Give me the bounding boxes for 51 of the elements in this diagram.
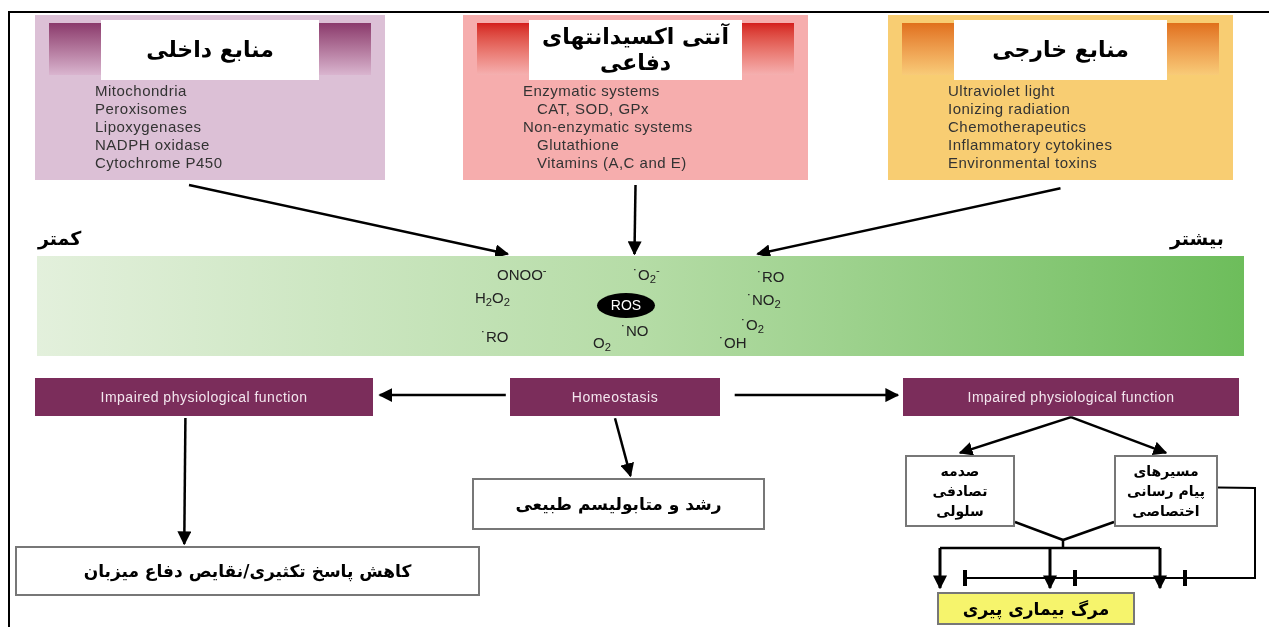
- list-item: Non-enzymatic systems: [523, 118, 693, 136]
- outcome-box: Impaired physiological function: [903, 378, 1239, 416]
- source-panel: [35, 15, 385, 180]
- list-item: Lipoxygenases: [95, 118, 203, 136]
- outcome-box: Homeostasis: [510, 378, 720, 416]
- species-label: ˙RO: [481, 328, 509, 346]
- arrow: [177, 417, 192, 546]
- panel-heading: منابع داخلی: [101, 20, 319, 80]
- result-box: مرگ بیماری پیری: [937, 592, 1135, 625]
- ros-ellipse: ROS: [597, 293, 655, 318]
- list-item: Vitamins (A,C and E): [537, 154, 688, 172]
- list-item: Peroxisomes: [95, 100, 189, 118]
- species-label: O$_{2}$: [593, 334, 611, 352]
- list-item: NADPH oxidase: [95, 136, 211, 154]
- effect-box: کاهش پاسخ تکثیری/نقایص دفاع میزبان: [15, 546, 480, 596]
- species-label: ˙RO: [757, 268, 785, 286]
- species-label: ˙OH: [719, 334, 747, 352]
- species-label: ˙O$_{2}$: [741, 316, 764, 334]
- list-item: Enzymatic systems: [523, 82, 661, 100]
- panel-heading: منابع خارجی: [954, 20, 1167, 80]
- species-label: ˙NO$_{2}$: [747, 291, 781, 309]
- list-item: Environmental toxins: [948, 154, 1099, 172]
- species-label: ˙NO: [621, 322, 649, 340]
- list-item: CAT, SOD, GPx: [537, 100, 651, 118]
- list-item: Mitochondria: [95, 82, 188, 100]
- arrow: [734, 388, 900, 403]
- scale-label: کمتر: [38, 226, 82, 252]
- source-panel: [463, 15, 808, 180]
- arrow: [188, 183, 510, 259]
- list-item: Inflammatory cytokines: [948, 136, 1113, 154]
- effect-box: صدمه تصادفی سلولی: [905, 455, 1015, 527]
- species-label: ONOO$^{-}$: [497, 266, 547, 284]
- arrow: [627, 184, 642, 256]
- effect-box: مسیرهای پیام رسانی اختصاصی: [1114, 455, 1218, 527]
- panel-heading: آنتی اکسیدانتهای دفاعی: [529, 20, 742, 80]
- list-item: Glutathione: [537, 136, 621, 154]
- arrow: [378, 388, 506, 403]
- list-item: Cytochrome P450: [95, 154, 223, 172]
- outcome-box: Impaired physiological function: [35, 378, 373, 416]
- list-item: Ionizing radiation: [948, 100, 1072, 118]
- arrow: [756, 187, 1061, 259]
- ros-gradient-band: [37, 256, 1244, 356]
- list-item: Ultraviolet light: [948, 82, 1056, 100]
- arrow: [613, 417, 634, 478]
- scale-label: بیشتر: [1170, 226, 1224, 252]
- effect-box: رشد و متابولیسم طبیعی: [472, 478, 765, 530]
- arrow: [958, 415, 1072, 456]
- species-label: H$_{2}$O$_{2}$: [475, 289, 511, 307]
- source-panel: [888, 15, 1233, 180]
- list-item: Chemotherapeutics: [948, 118, 1088, 136]
- arrow: [1070, 415, 1168, 455]
